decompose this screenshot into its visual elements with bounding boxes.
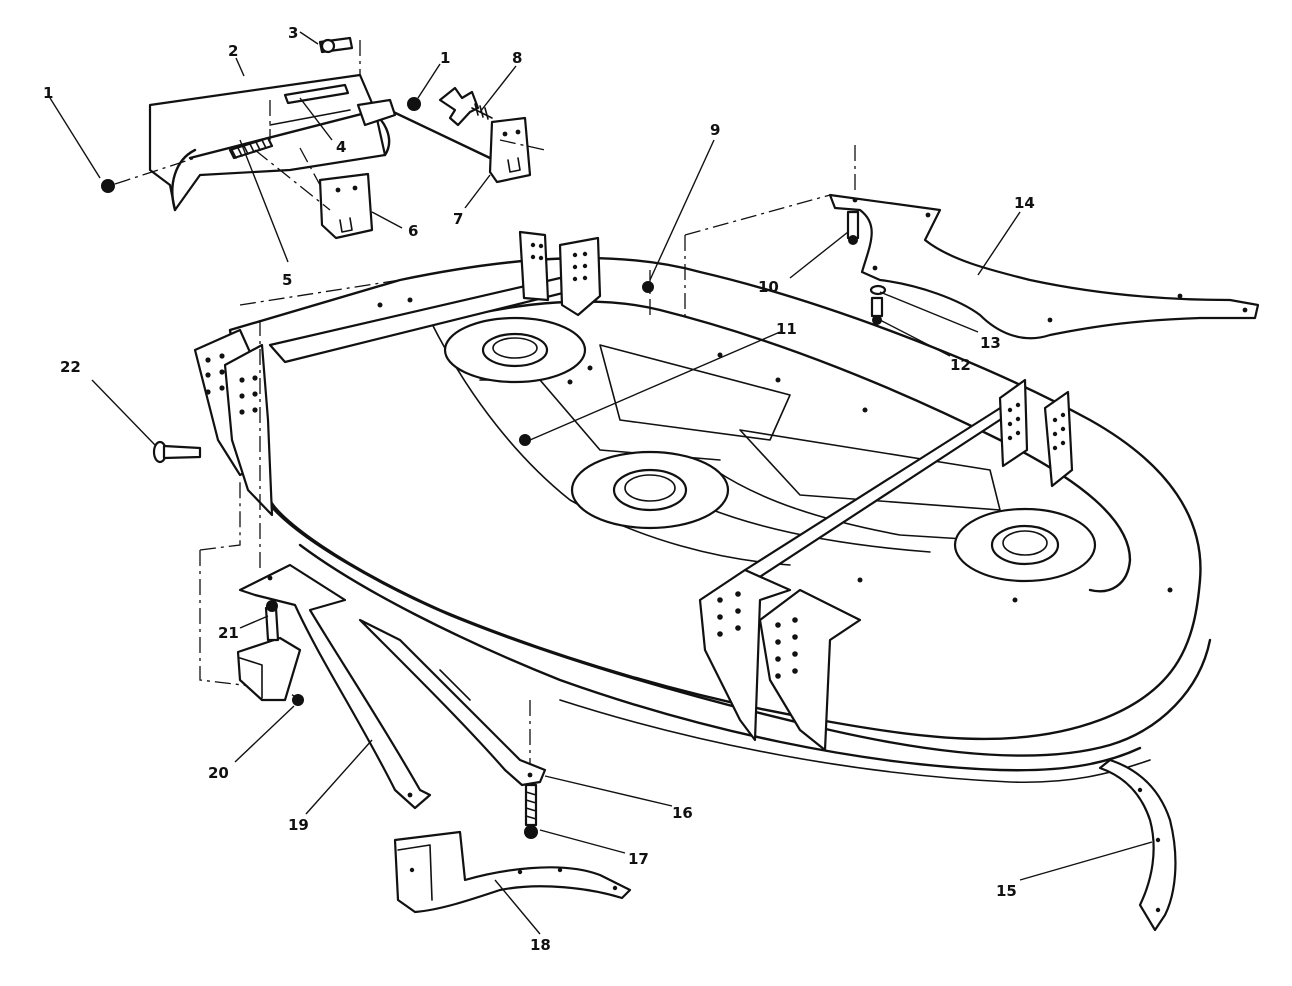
- deck-holes: [377, 297, 1173, 603]
- nut-9: [642, 281, 654, 293]
- callout-2: 2: [228, 42, 238, 60]
- callout-21: 21: [218, 624, 239, 642]
- callout-7: 7: [453, 210, 463, 228]
- callout-19: 19: [288, 816, 309, 834]
- bracket-21-block: [236, 636, 302, 702]
- callout-10: 10: [758, 278, 779, 296]
- bolt-22: [152, 440, 202, 464]
- arm-bracket-15: [1098, 758, 1177, 932]
- callout-15: 15: [996, 882, 1017, 900]
- callout-1-right: 1: [440, 49, 450, 67]
- nuts-1: [101, 97, 421, 193]
- callout-18: 18: [530, 936, 551, 954]
- wing-nut-8: [438, 86, 493, 127]
- front-roller-bracket-right: [743, 378, 1074, 582]
- callout-16: 16: [672, 804, 693, 822]
- callout-4: 4: [336, 138, 346, 156]
- callout-11: 11: [776, 320, 797, 338]
- callout-5: 5: [282, 271, 292, 289]
- callout-1-left: 1: [43, 84, 53, 102]
- hinge-bracket-6: [318, 172, 374, 240]
- spindle-center: [570, 450, 730, 530]
- callout-14: 14: [1014, 194, 1035, 212]
- callout-8: 8: [512, 49, 522, 67]
- bolt-21: [264, 600, 280, 642]
- arm-bracket-18: [393, 830, 632, 914]
- callout-6: 6: [408, 222, 418, 240]
- deflector-rod: [188, 98, 492, 160]
- callout-12: 12: [950, 356, 971, 374]
- bolt-12: [870, 296, 884, 325]
- arm-bracket-14: [828, 193, 1260, 340]
- bolt-17: [524, 783, 538, 839]
- callout-17: 17: [628, 850, 649, 868]
- bolt-10: [846, 210, 860, 245]
- callout-13: 13: [980, 334, 1001, 352]
- bolt-3: [318, 36, 354, 54]
- strut-19: [238, 563, 432, 810]
- nut-11: [519, 434, 531, 446]
- spindle-right: [953, 507, 1097, 583]
- deck-side-plates-right: [698, 568, 862, 752]
- callout-3: 3: [288, 24, 298, 42]
- callout-22: 22: [60, 358, 81, 376]
- callout-20: 20: [208, 764, 229, 782]
- spindle-left: [443, 316, 587, 384]
- strut-16: [358, 618, 547, 787]
- callout-labels: 1 1 2 3 4 5 6 7 8 9 10 11 12 13 14 15 16…: [43, 24, 1035, 954]
- callout-9: 9: [710, 121, 720, 139]
- rear-roller-bracket-left: [268, 230, 602, 364]
- leader-lines: [49, 31, 1153, 935]
- hinge-bracket-7: [488, 116, 532, 184]
- nut-20: [292, 694, 304, 706]
